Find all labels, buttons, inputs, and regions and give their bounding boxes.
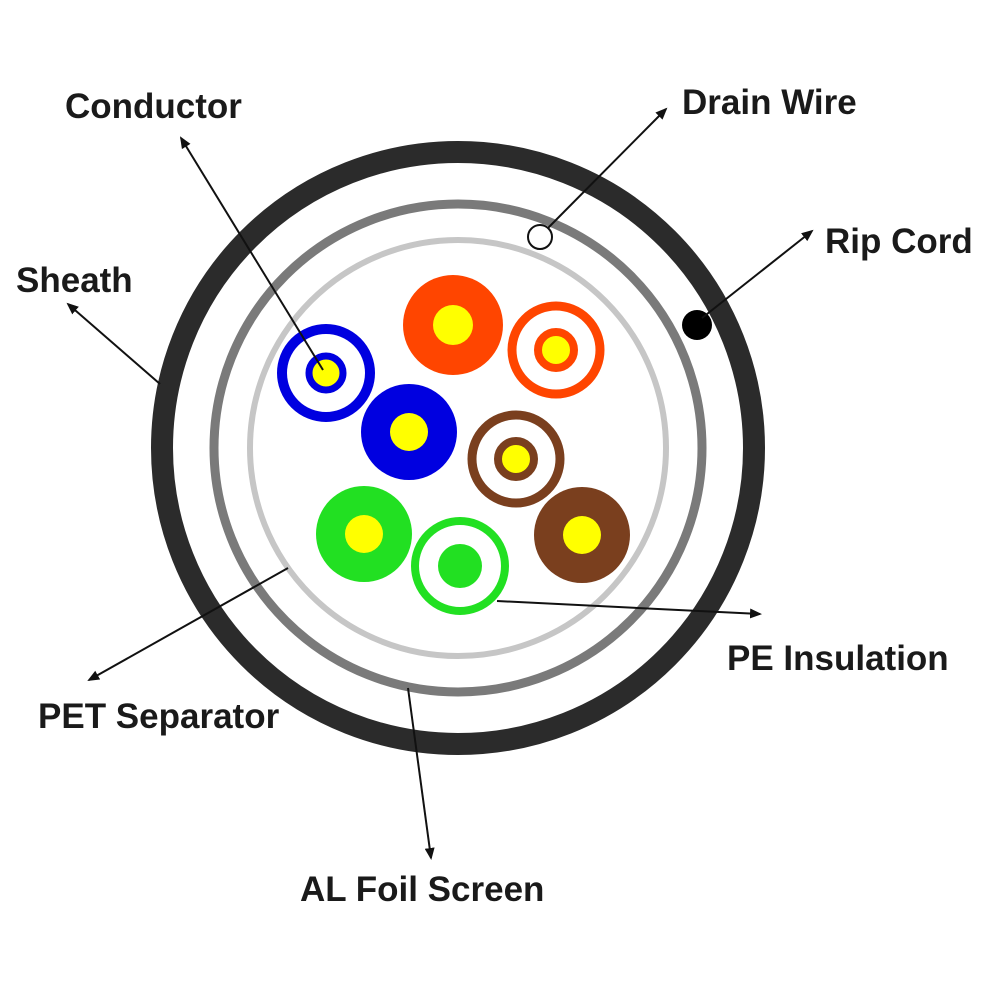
rip-cord-arrow <box>701 229 814 319</box>
blue-wire-conductor <box>390 413 428 451</box>
pe-insulation-label: PE Insulation <box>727 639 949 678</box>
green-white-wire-conductor <box>438 544 482 588</box>
sheath-arrow <box>66 302 161 385</box>
al-foil-screen-ring <box>209 199 707 697</box>
brown-white-wire-inner-ring <box>494 437 538 481</box>
conductor-label: Conductor <box>65 87 242 126</box>
sheath-label: Sheath <box>16 261 133 300</box>
sheath-ring <box>151 141 765 755</box>
rip-cord-label: Rip Cord <box>825 222 973 261</box>
pe-insulation-arrow <box>496 600 762 619</box>
drain-wire-label: Drain Wire <box>682 83 857 122</box>
brown-wire-conductor <box>563 516 601 554</box>
al-foil-screen-arrow <box>407 687 435 860</box>
drain-wire <box>527 224 553 250</box>
al-foil-screen-label: AL Foil Screen <box>300 870 544 909</box>
blue-white-wire-inner-ring <box>305 352 347 394</box>
pet-separator-label: PET Separator <box>38 697 280 736</box>
pet-separator-arrow <box>87 567 289 681</box>
rip-cord <box>682 310 712 340</box>
pet-separator-ring <box>247 237 669 659</box>
drain-wire-arrow <box>547 107 668 229</box>
orange-wire-conductor <box>433 305 473 345</box>
orange-white-wire-inner-ring <box>534 328 578 372</box>
green-wire-conductor <box>345 515 383 553</box>
conductor-arrow <box>179 136 324 371</box>
